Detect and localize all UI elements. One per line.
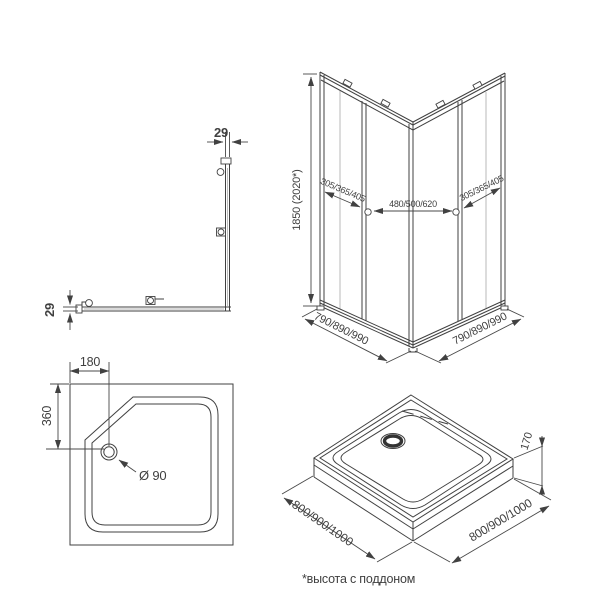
tray-top-view: 180 360 Ø 90: [40, 355, 234, 546]
door-knob-left: [364, 208, 372, 216]
tray-rim: [84, 396, 219, 533]
dim-profile-width-side: 29: [42, 290, 78, 330]
dim-drain-offset-y: 360: [40, 383, 104, 450]
dim-right-base-width: 790/890/990: [414, 308, 525, 364]
dim-enclosure-height: 1850 (2020*): [291, 73, 317, 307]
dimension-label-right-base-width: 790/890/990: [451, 310, 509, 347]
dimension-label-tray-height: 170: [519, 431, 536, 452]
profile-section-view: 29 29: [42, 125, 248, 330]
dimension-label-drain-offset-y: 360: [40, 406, 54, 427]
roller-rail-left: [85, 299, 93, 307]
tray-3d-view: 170 800/900/1000 800/900/1000: [281, 394, 552, 564]
roller-top: [216, 168, 225, 176]
basin-contour-outer: [332, 409, 492, 509]
rail-end-cap: [75, 304, 83, 314]
tray-outer-edge: [69, 383, 234, 546]
rail-bracket: [380, 98, 391, 108]
rail-bracket-left: [81, 301, 86, 307]
footnote-height-with-tray: *высота с поддоном: [302, 572, 415, 586]
roller-rail-mid: [147, 297, 154, 304]
drain-3d-outer: [380, 433, 406, 449]
dimension-label-enclosure-height: 1850 (2020*): [291, 169, 303, 230]
corner-foot: [408, 348, 418, 353]
hidden-edge: [401, 410, 449, 425]
dimension-label-drain-diameter: Ø 90: [139, 468, 166, 483]
dim-drain-diameter: Ø 90: [118, 459, 167, 483]
dim-right-panel-width: 305/365/405: [458, 173, 505, 209]
dimension-label-profile-width-side: 29: [42, 303, 57, 317]
drain-3d-ring: [382, 434, 404, 448]
door-knob-right: [452, 208, 460, 216]
rail-bracket: [342, 78, 353, 88]
dimension-label-profile-width-top: 29: [214, 125, 228, 140]
profile-top-cap: [220, 157, 232, 165]
roller-mid: [217, 228, 225, 236]
dim-tray-height: 170: [513, 431, 546, 495]
dimension-label-drain-offset-x: 180: [80, 355, 101, 369]
dim-drain-offset-x: 180: [69, 355, 110, 446]
tray-basin: [91, 403, 212, 526]
enclosure-3d-view: 1850 (2020*) 305/365/405 480/500/620 305…: [291, 71, 525, 364]
dimension-label-tray-left-width: 800/900/1000: [289, 497, 356, 549]
basin-contour-inner: [340, 415, 484, 503]
dim-left-panel-width: 305/365/405: [319, 176, 367, 208]
right-foot: [500, 305, 509, 311]
rail-bracket: [435, 99, 446, 109]
left-foot: [316, 305, 325, 311]
drain-inner: [103, 446, 115, 458]
dim-door-opening-width: 480/500/620: [373, 199, 453, 215]
tray3d-rim-inner: [319, 399, 508, 518]
dim-profile-width-top: 29: [207, 125, 248, 157]
dim-tray-left-width: 800/900/1000: [281, 475, 413, 563]
rail-bracket: [472, 80, 483, 90]
dimension-label-door-opening-width: 480/500/620: [389, 199, 437, 209]
dim-left-base-width: 790/890/990: [301, 308, 412, 364]
